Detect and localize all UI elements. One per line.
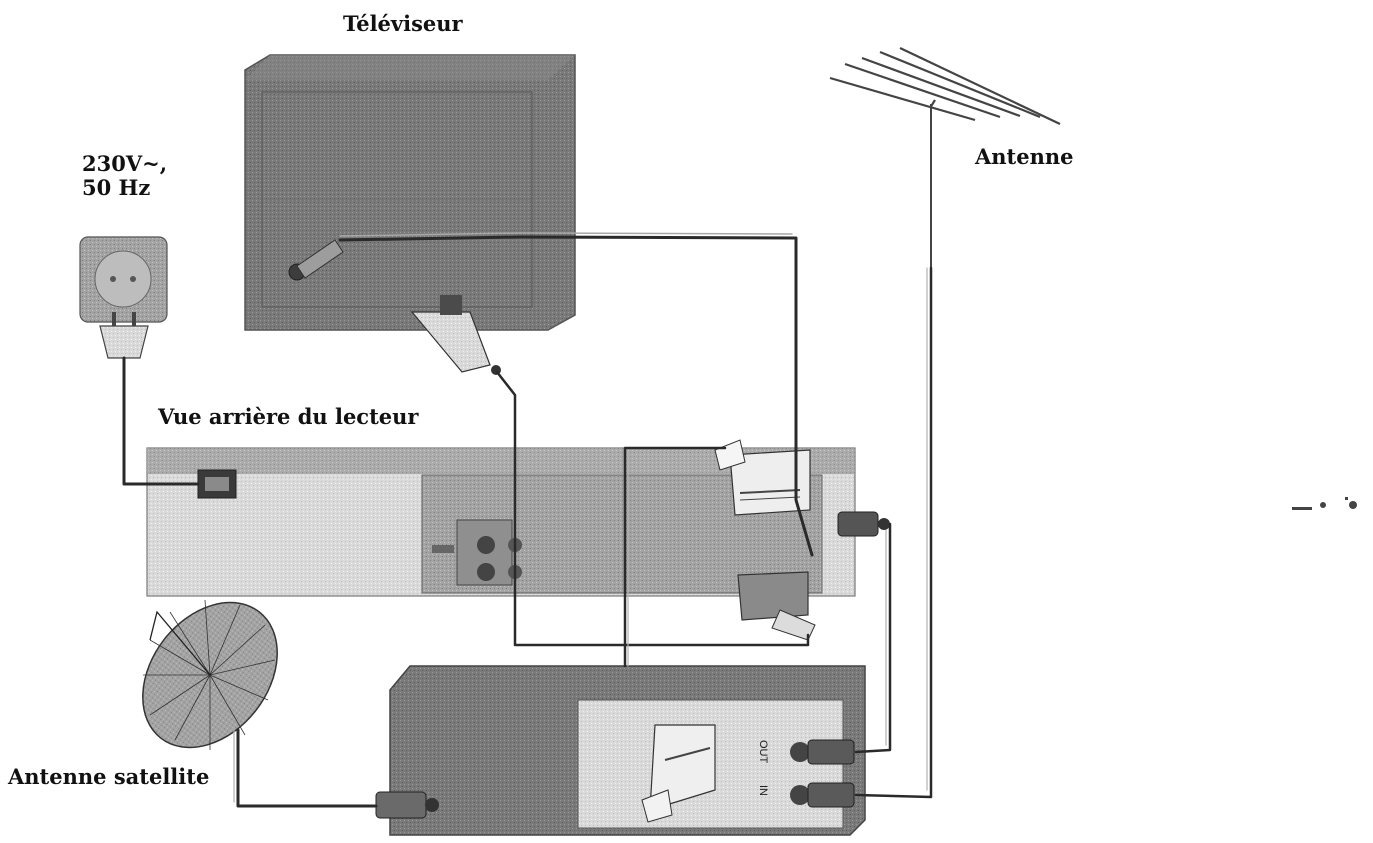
receiver-out-marking: OUT: [757, 740, 769, 764]
receiver-lnb-input: [375, 791, 439, 819]
cable-receiver-scart: [623, 446, 727, 668]
stray-marks: [1292, 497, 1357, 510]
tv-label: Téléviseur: [343, 11, 463, 36]
receiver-rf-out: OUT: [757, 739, 855, 765]
wall-outlet: [79, 236, 168, 323]
receiver-in-marking: IN: [757, 785, 769, 796]
cable-antenna-to-receiver: [854, 266, 933, 799]
player-rf-connector: [837, 511, 890, 537]
rear-view-label: Vue arrière du lecteur: [158, 404, 419, 429]
power-voltage: 230V~,: [82, 151, 168, 176]
antenna-label: Antenne: [975, 144, 1074, 169]
satellite-receiver: OUT IN: [375, 665, 866, 836]
player-rear-panel: [146, 439, 890, 641]
receiver-rf-in: IN: [757, 782, 855, 808]
player-av-jacks: [432, 519, 522, 586]
cable-tv-scart: [495, 370, 810, 647]
tv-antenna-plug: [288, 239, 344, 281]
power-spec-label: 230V~, 50 Hz: [82, 151, 168, 201]
tv-scart-connector: [410, 295, 501, 375]
cable-power: [122, 356, 200, 486]
player-scart-lower: [737, 571, 816, 641]
power-frequency: 50 Hz: [82, 175, 151, 201]
power-plug: [99, 312, 149, 359]
satellite-dish-icon: [142, 599, 278, 750]
television: [244, 54, 576, 375]
antenna-icon: [829, 47, 1061, 268]
player-power-socket: [197, 469, 237, 499]
cable-dish-to-receiver: [236, 728, 378, 808]
receiver-scart-connector: [641, 724, 716, 823]
cable-tv-antenna: [338, 235, 814, 557]
cable-player-to-receiver: [854, 522, 892, 754]
satellite-label: Antenne satellite: [8, 764, 210, 789]
